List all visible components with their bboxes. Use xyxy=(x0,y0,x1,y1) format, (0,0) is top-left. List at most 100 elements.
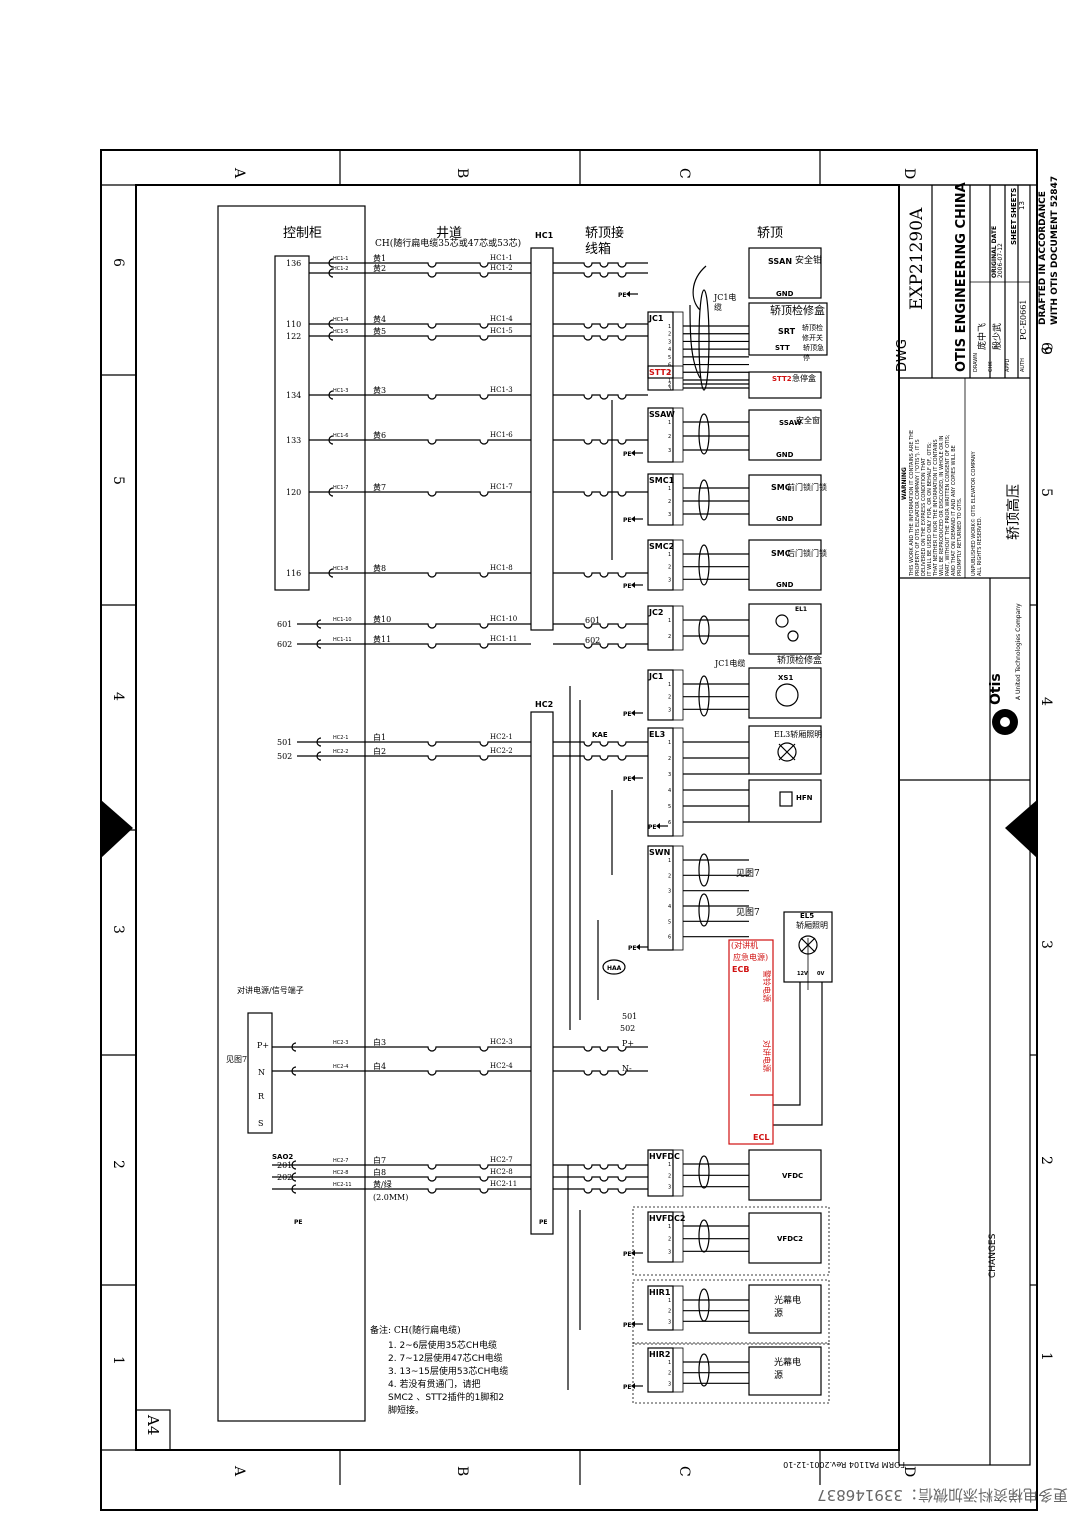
notes-line: 2. 7~12层使用47芯CH电缆 xyxy=(388,1352,503,1364)
plug-pins xyxy=(672,727,684,837)
pin-number: 3 xyxy=(668,386,671,392)
plug-socket xyxy=(291,1066,297,1076)
pnrs-p: P+ xyxy=(257,1041,269,1050)
plug-socket xyxy=(328,258,334,268)
wire xyxy=(309,323,531,329)
hc-pin-label: HC1-7 xyxy=(333,485,348,491)
xs1-label: XS1 xyxy=(778,674,793,682)
pin-number: 3 xyxy=(668,512,671,518)
zone-bot-b: B xyxy=(454,1466,470,1476)
pe-label: PE xyxy=(294,1219,303,1226)
wire xyxy=(553,1176,648,1182)
plug-socket xyxy=(291,1160,297,1170)
pnrs-s: S xyxy=(258,1119,263,1128)
wire xyxy=(553,1188,648,1194)
plug-pins xyxy=(672,473,684,526)
pe-label: PE xyxy=(623,583,632,590)
plug-pins xyxy=(672,669,684,721)
warning-line: PART, WITHOUT THE PRIOR WRITTEN CONSENT … xyxy=(945,434,951,576)
pin-number: 1 xyxy=(668,324,671,330)
stt2-desc: 急停盒 xyxy=(792,373,816,383)
pin-number: 2 xyxy=(668,873,671,879)
pin-number: 1 xyxy=(668,1162,671,1168)
plug-label: JC1 xyxy=(648,672,664,681)
curtain-power-1b: 源 xyxy=(774,1308,783,1319)
ground-arrow xyxy=(631,1250,635,1256)
jc1-cable-top-2: 缆 xyxy=(714,302,722,312)
sheets-count: 13 xyxy=(1018,201,1026,210)
warning-line: THAT NEITHER IT NOR THE INFORMATION IT C… xyxy=(933,439,939,577)
terminal-number: 110 xyxy=(286,320,301,329)
notes-line: SMC2 、STT2插件的1脚和2 xyxy=(388,1391,504,1403)
kae-label: KAE xyxy=(592,731,608,739)
car-top-devices xyxy=(632,247,833,1404)
logo-sub: A United Technologies Company xyxy=(1015,603,1022,700)
plug-socket xyxy=(328,331,334,341)
node-501: 501 xyxy=(622,1012,637,1021)
wire xyxy=(553,1070,648,1076)
wire-color: 黄11 xyxy=(373,634,391,644)
intercom-terminal-label: 对讲电源/信号端子 xyxy=(237,985,304,995)
gnd-label: GND xyxy=(776,451,794,459)
zone-bot-d: D xyxy=(901,1466,917,1477)
wire-note: (2.0MM) xyxy=(373,1193,408,1202)
pin-number: 4 xyxy=(668,788,671,794)
cable-bundle xyxy=(698,853,710,887)
hc-pin-label: HC1-5 xyxy=(490,327,513,335)
plug-socket xyxy=(328,435,334,445)
pin-number: 1 xyxy=(668,1298,671,1304)
vfdc-label: VFDC xyxy=(782,1172,803,1180)
row-left-1: 1 xyxy=(110,1356,126,1365)
wire xyxy=(553,741,648,747)
cabinet-area xyxy=(217,205,366,1422)
notes-line: 4. 若没有贯通门，请把 xyxy=(388,1378,480,1390)
hc2-label: HC2 xyxy=(535,700,553,709)
zone-bot-a: A xyxy=(231,1465,247,1477)
plug-socket xyxy=(316,639,322,649)
wire xyxy=(297,755,531,761)
vfdc2-label: VFDC2 xyxy=(777,1235,803,1243)
wire xyxy=(553,572,648,578)
wire xyxy=(272,1070,531,1076)
zone-top-a: A xyxy=(231,167,247,179)
terminal-number: 202 xyxy=(277,1173,292,1182)
plug-label: HIR1 xyxy=(649,1288,671,1297)
wire xyxy=(309,572,531,578)
wire xyxy=(272,1046,531,1052)
pe-label: PE xyxy=(623,776,632,783)
pin-number: 3 xyxy=(668,1381,671,1387)
section-cabinet: 控制柜 xyxy=(283,226,322,241)
ssaw-device-label: SSAW xyxy=(779,419,802,427)
hc-pin-label: HC1-11 xyxy=(333,637,352,643)
cable-bundle xyxy=(698,1288,710,1322)
terminal-number: 134 xyxy=(286,391,301,400)
warning-line: IT WILL BE USED ONLY FOR, OR ON BEHALF O… xyxy=(927,442,933,576)
plug-pins xyxy=(672,1347,684,1393)
stt2-device-label: STT2 xyxy=(772,375,792,383)
socket-xs1 xyxy=(775,683,799,707)
haa-label: HAA xyxy=(607,965,622,972)
hc-pin-label: HC1-4 xyxy=(333,317,348,323)
cable-bundle xyxy=(698,544,710,586)
wire-color: 黄5 xyxy=(373,326,386,336)
plug-socket xyxy=(291,1172,297,1182)
zone-labels: A B C D A B C D 6 5 4 3 2 1 6 5 4 3 2 1 … xyxy=(110,167,1054,1477)
warning-text: WARNING THIS WORK AND THE INFORMATION IT… xyxy=(901,430,983,577)
cable-bundle xyxy=(698,413,710,455)
smc2-device-label: SMC xyxy=(771,549,791,558)
warning-line: AND THAT ON DEMAND IT AND ANY COPIES WIL… xyxy=(951,445,957,576)
plug-label: HVFDC xyxy=(649,1152,680,1161)
hc-pin-label: HC2-3 xyxy=(333,1040,348,1046)
wire-color: 黄4 xyxy=(373,314,386,324)
pin-number: 2 xyxy=(668,1237,671,1243)
see-fig7-1: 见图7 xyxy=(736,868,760,879)
stt-label: STT xyxy=(775,344,790,352)
srt-desc-2: 修开关 xyxy=(802,333,823,342)
hc-connectors xyxy=(530,247,554,1235)
hc-pin-label: HC1-8 xyxy=(490,564,513,572)
auth-code: PC-E0661 xyxy=(1019,300,1028,340)
pin-number: 2 xyxy=(668,382,671,388)
el1-label: EL1 xyxy=(795,606,807,613)
hc-pin-label: HC2-1 xyxy=(490,733,513,741)
wire-color: 白2 xyxy=(373,746,386,756)
